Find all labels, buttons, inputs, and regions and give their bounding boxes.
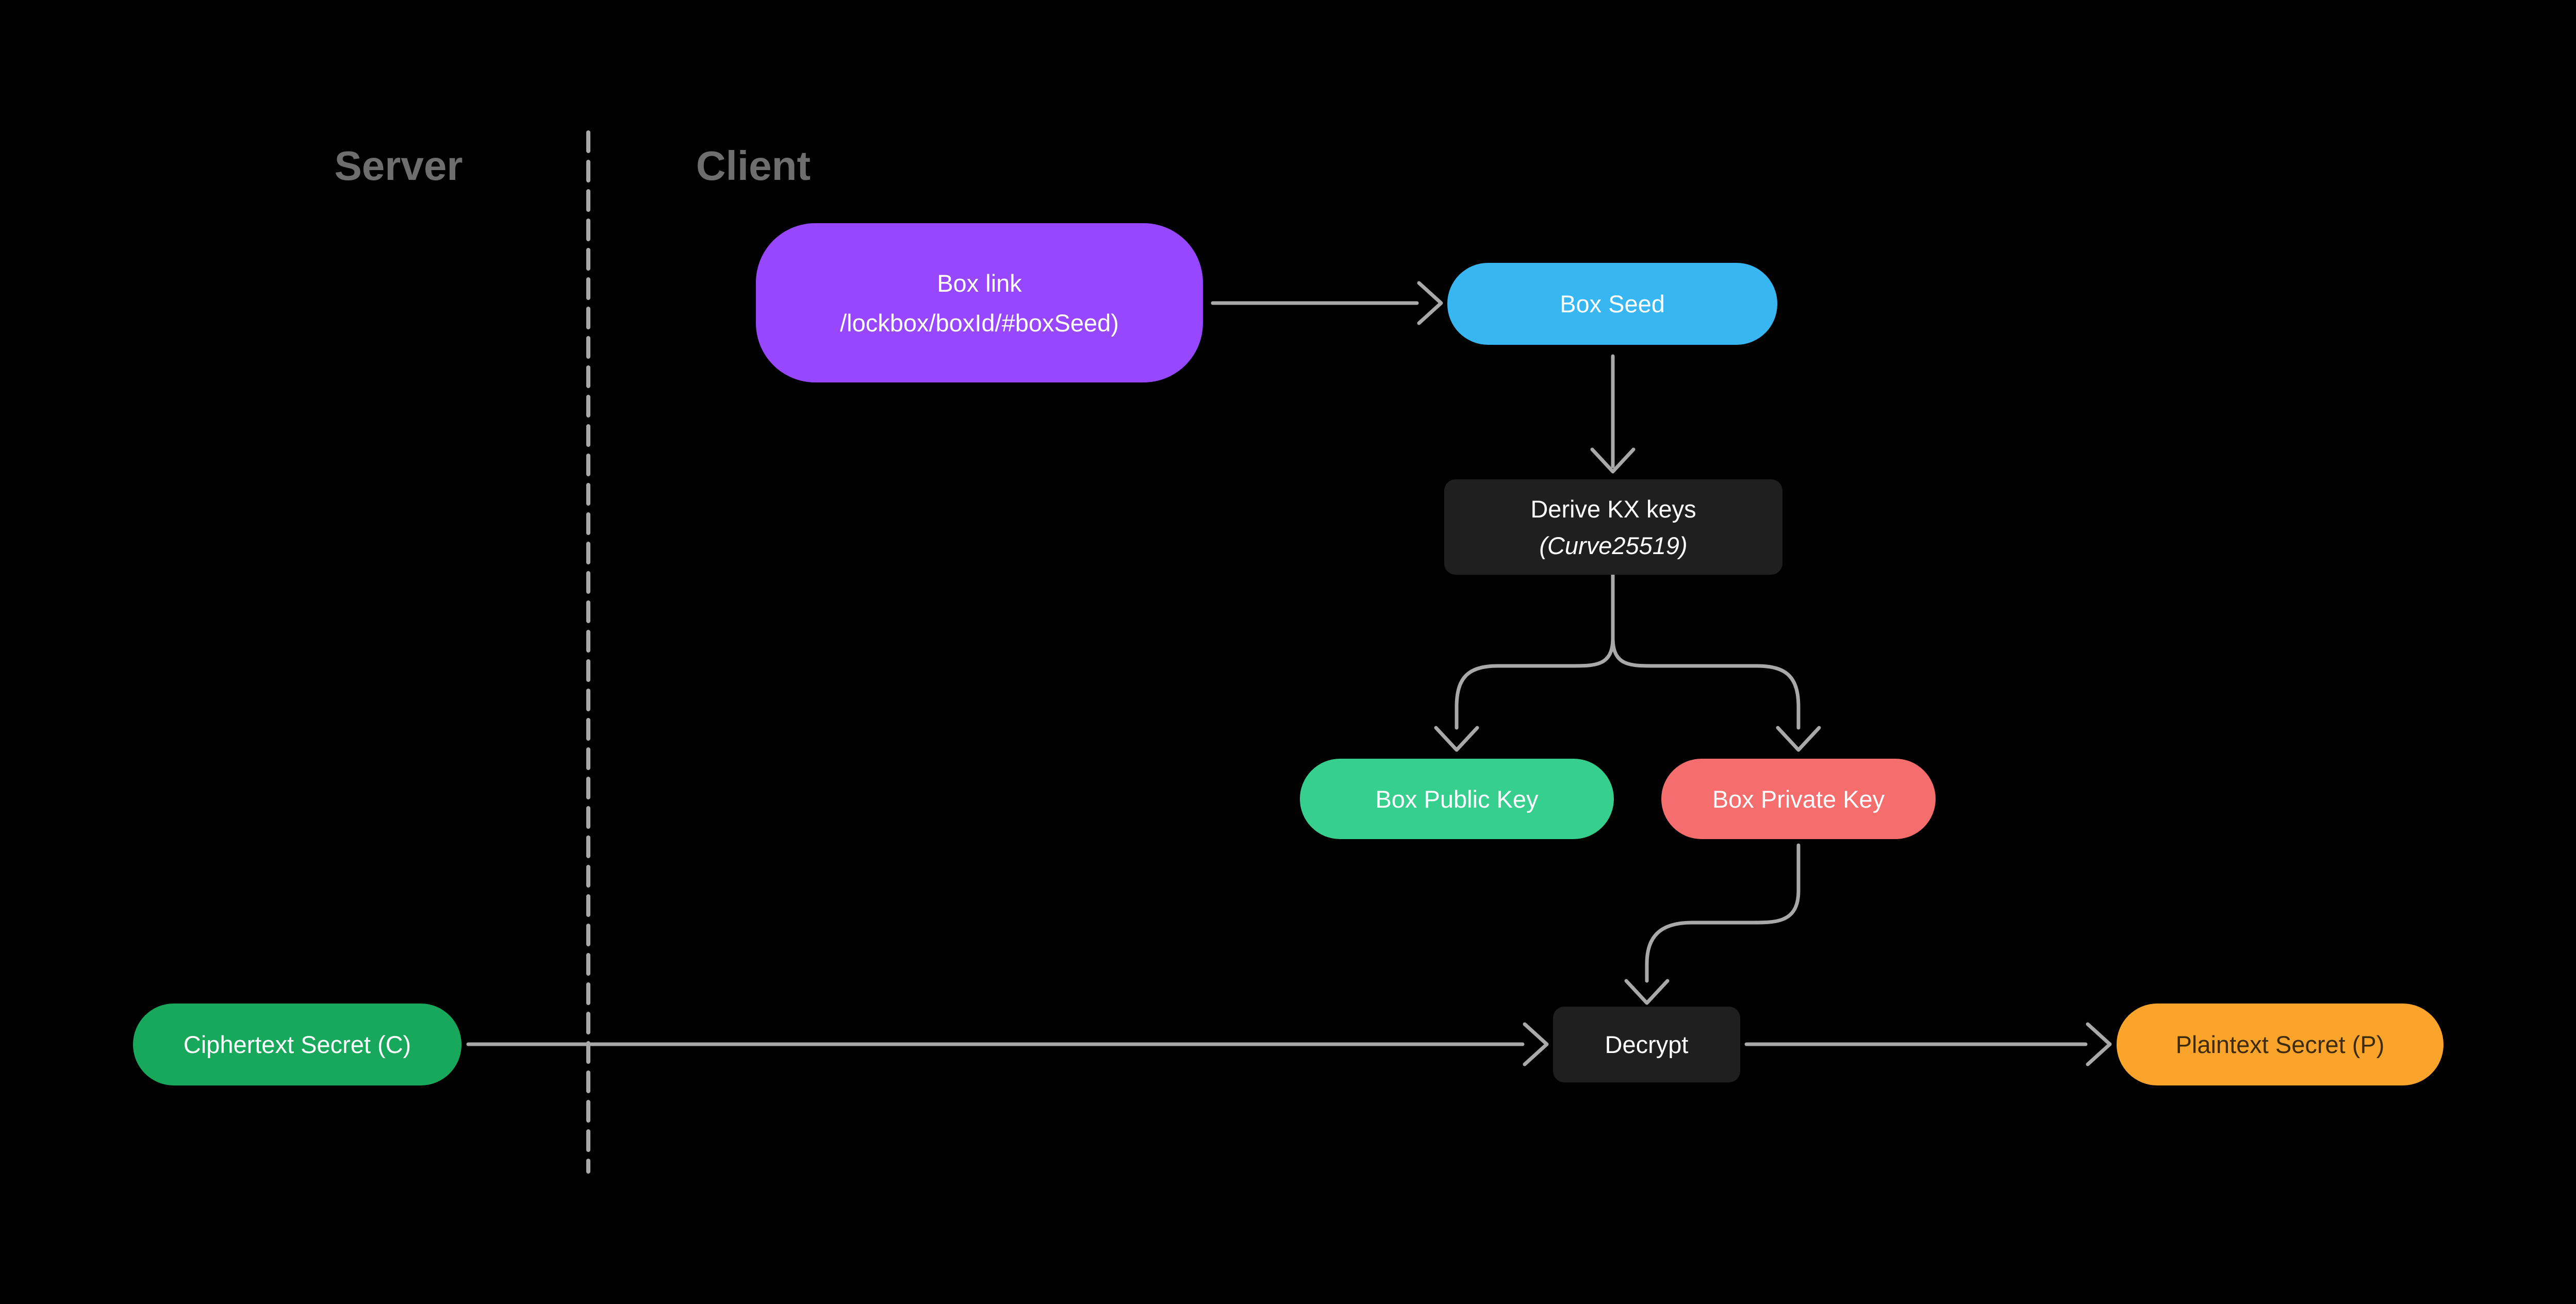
arrow-box-seed-to-derive xyxy=(1590,354,1636,474)
lane-label-server: Server xyxy=(334,143,463,189)
arrowhead-down-icon xyxy=(1434,726,1479,752)
arrow-shaft xyxy=(1645,843,1801,983)
arrowhead-right-icon xyxy=(1417,281,1443,325)
node-box-link-line1: Box link xyxy=(937,269,1022,297)
arrowhead-down-icon xyxy=(1776,726,1821,752)
node-ciphertext-secret-label: Ciphertext Secret (C) xyxy=(183,1031,411,1058)
node-box-public-key-label: Box Public Key xyxy=(1375,785,1539,813)
node-box-link-line2: /lockbox/boxId/#boxSeed) xyxy=(840,309,1119,337)
node-derive-line1: Derive KX keys xyxy=(1530,495,1696,523)
arrow-box-link-to-box-seed xyxy=(1211,281,1443,325)
node-derive-line2: (Curve25519) xyxy=(1539,531,1688,559)
arrowhead-right-icon xyxy=(1523,1022,1549,1066)
arrow-decrypt-to-plaintext xyxy=(1744,1022,2112,1066)
node-box-seed: Box Seed xyxy=(1447,263,1777,345)
arrow-shaft xyxy=(1455,573,1615,730)
node-box-private-key-label: Box Private Key xyxy=(1712,785,1885,813)
arrow-derive-to-private-key xyxy=(1611,636,1821,752)
node-plaintext-secret: Plaintext Secret (P) xyxy=(2117,1004,2443,1085)
node-decrypt-label: Decrypt xyxy=(1605,1031,1689,1058)
arrow-private-key-to-decrypt xyxy=(1624,843,1801,1005)
arrowhead-right-icon xyxy=(2086,1022,2112,1066)
node-ciphertext-secret: Ciphertext Secret (C) xyxy=(133,1004,461,1085)
node-decrypt: Decrypt xyxy=(1553,1007,1740,1082)
node-derive-kx-keys: Derive KX keys (Curve25519) xyxy=(1444,479,1782,575)
arrow-ciphertext-to-decrypt xyxy=(466,1022,1549,1066)
arrowhead-down-icon xyxy=(1590,447,1636,474)
node-plaintext-secret-label: Plaintext Secret (P) xyxy=(2175,1031,2385,1058)
lane-label-client: Client xyxy=(696,143,811,189)
node-box-link: Box link /lockbox/boxId/#boxSeed) xyxy=(756,223,1203,382)
arrow-derive-to-public-key xyxy=(1434,573,1615,752)
node-box-seed-label: Box Seed xyxy=(1560,290,1665,317)
arrowhead-down-icon xyxy=(1624,979,1670,1005)
node-box-private-key: Box Private Key xyxy=(1661,759,1936,839)
node-box-public-key: Box Public Key xyxy=(1300,759,1614,839)
arrow-shaft xyxy=(1611,636,1801,730)
